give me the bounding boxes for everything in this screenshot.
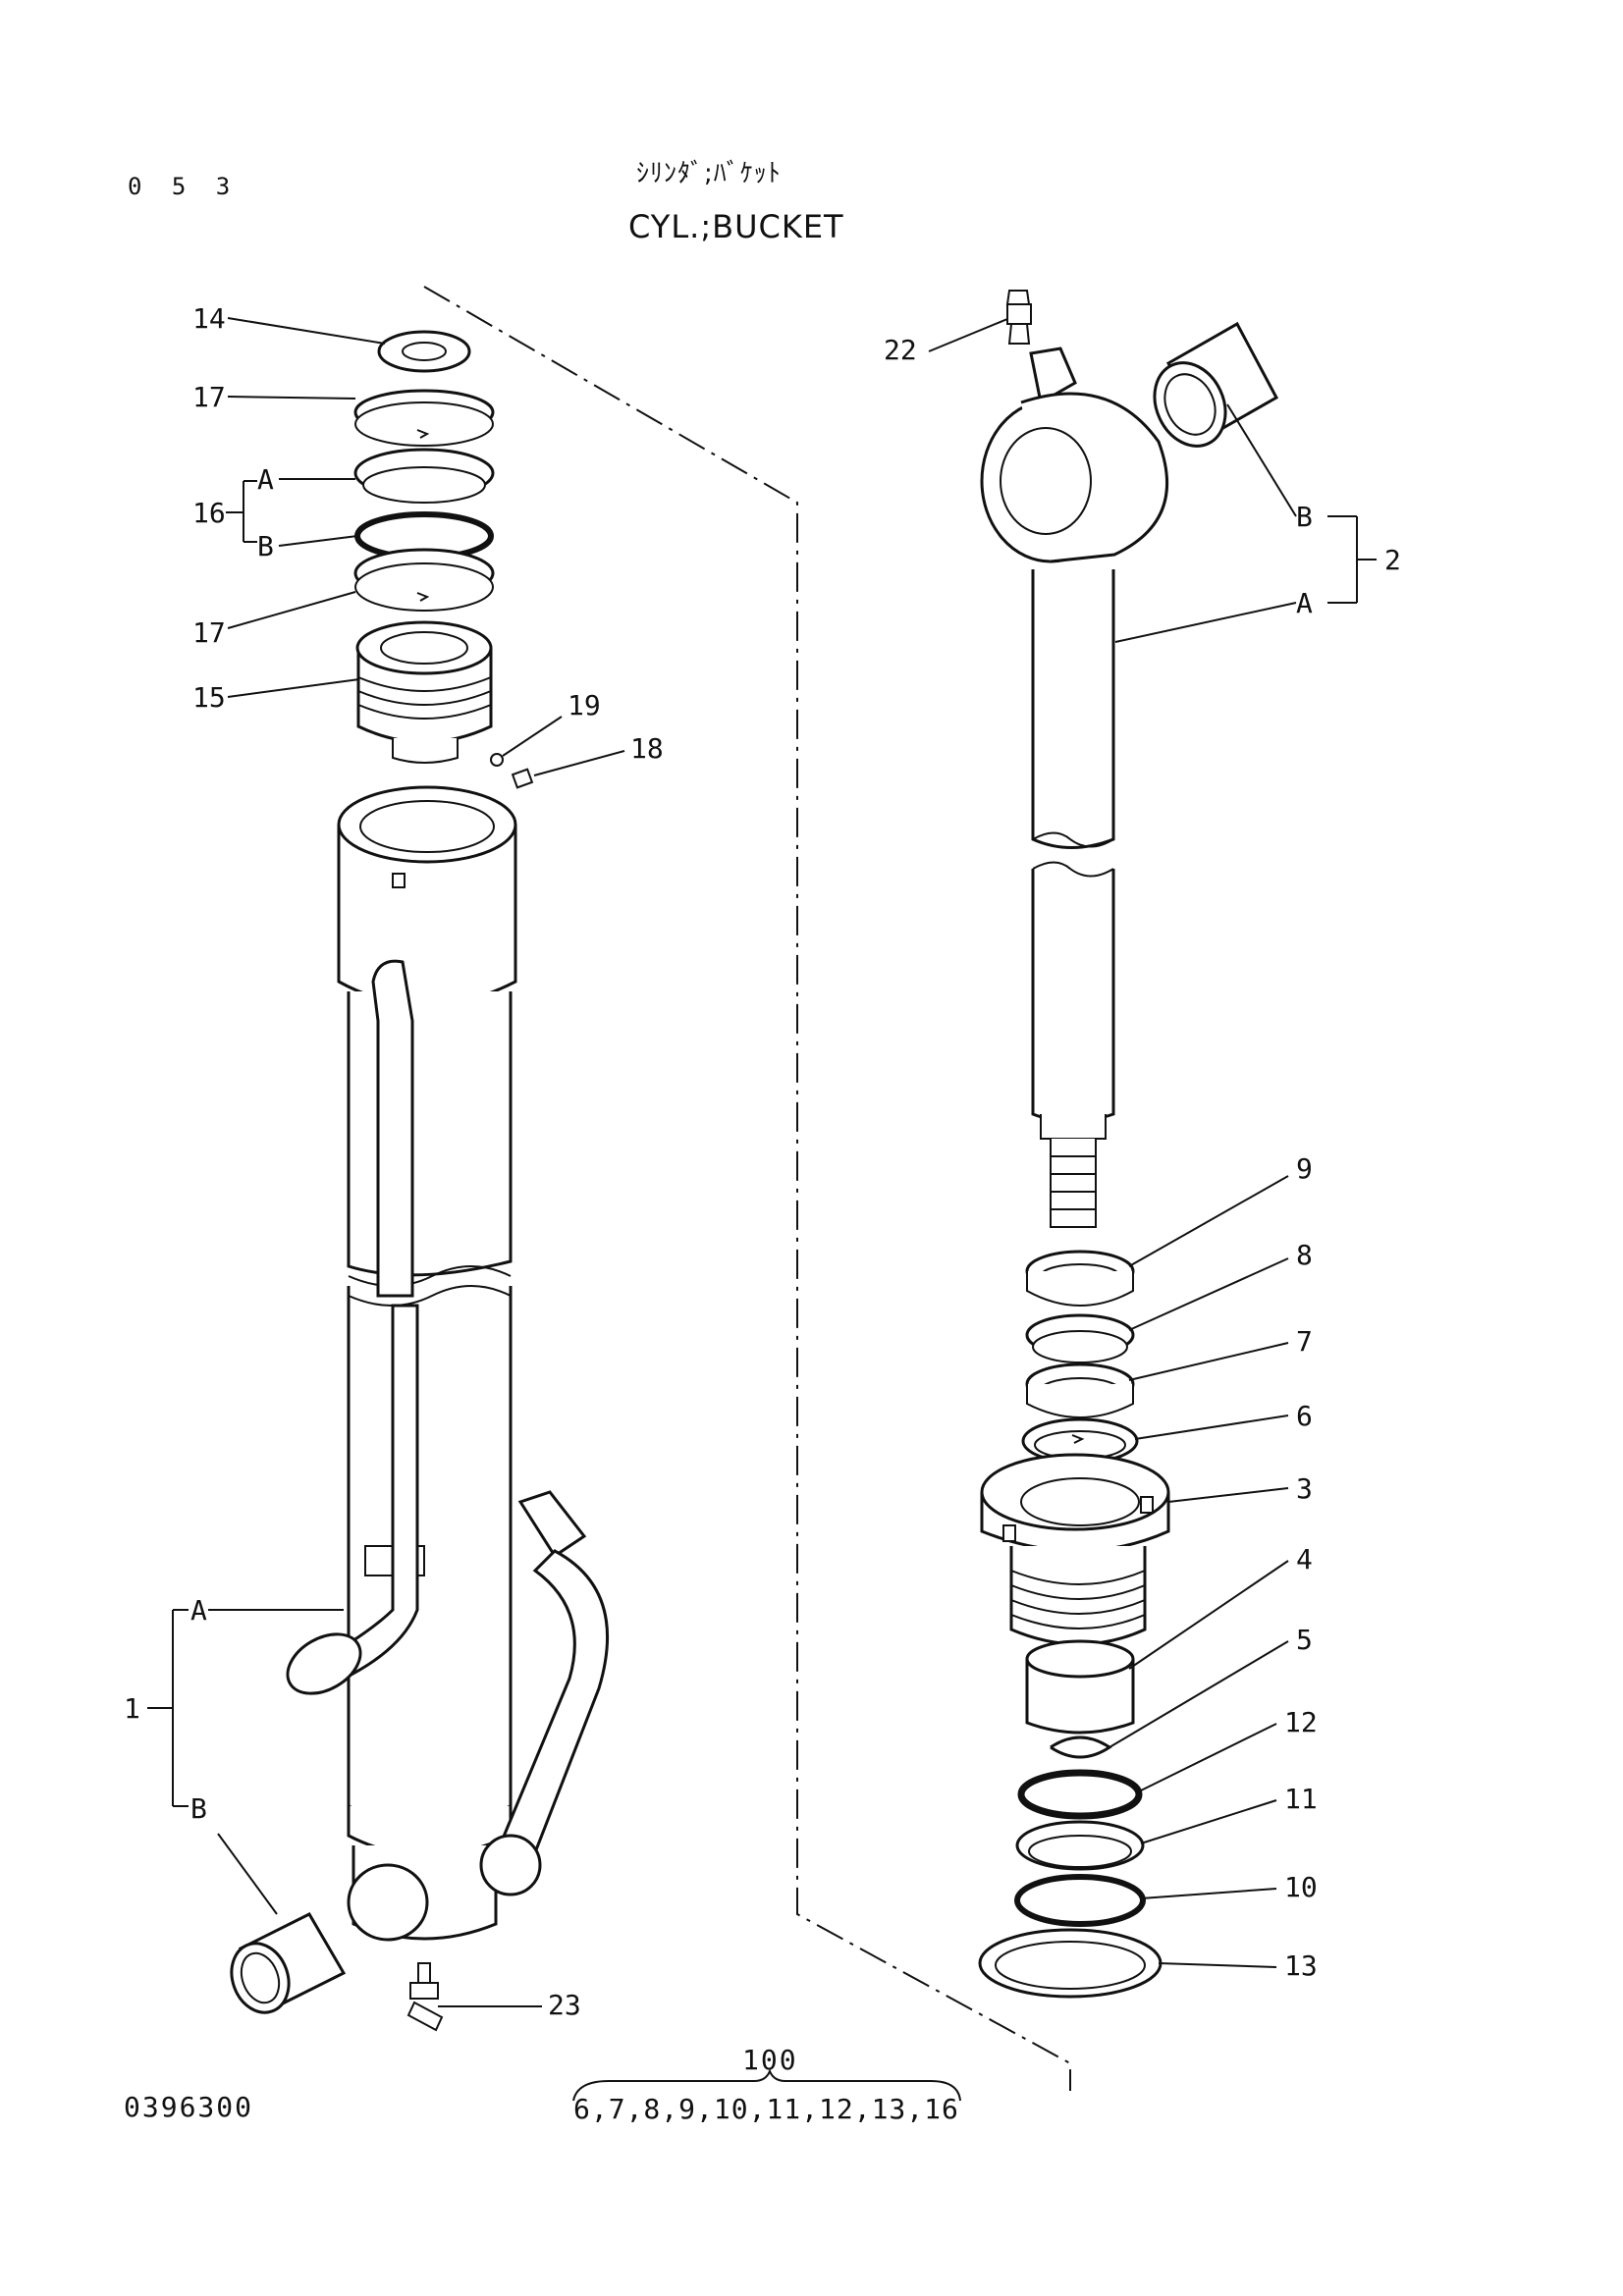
part-16a-ring bbox=[353, 448, 495, 504]
assembly-number: 100 bbox=[742, 2044, 798, 2076]
callout-13: 13 bbox=[1284, 1949, 1318, 1982]
callout-16: 16 bbox=[192, 497, 226, 529]
callout-6: 6 bbox=[1296, 1400, 1313, 1432]
part-2a-piston-rod bbox=[980, 347, 1169, 1228]
part-10-o-ring bbox=[1014, 1874, 1146, 1927]
part-5-snap-ring bbox=[1050, 1735, 1112, 1759]
assembly-boundary-line bbox=[423, 286, 1071, 2091]
callout-1: 1 bbox=[124, 1692, 140, 1725]
callout-7: 7 bbox=[1296, 1325, 1313, 1358]
callout-5: 5 bbox=[1296, 1624, 1313, 1656]
callout-10: 10 bbox=[1284, 1871, 1318, 1903]
callout-14: 14 bbox=[192, 302, 226, 335]
callout-16a: A bbox=[257, 463, 274, 496]
callout-2b: B bbox=[1296, 501, 1313, 533]
part-1b-bushing bbox=[230, 1912, 347, 2014]
callout-17-top: 17 bbox=[192, 381, 226, 413]
callout-15: 15 bbox=[192, 681, 226, 714]
leader-lines bbox=[147, 317, 1377, 2102]
part-17-backup-ring-top bbox=[353, 389, 495, 447]
part-4-bushing bbox=[1025, 1639, 1135, 1735]
part-14-seal bbox=[377, 330, 471, 373]
callout-19: 19 bbox=[568, 689, 601, 721]
callout-1b: B bbox=[190, 1792, 207, 1825]
part-1a-cylinder-tube bbox=[286, 785, 610, 1942]
drawing-number: 0396300 bbox=[124, 2091, 254, 2123]
callout-2: 2 bbox=[1384, 544, 1401, 576]
page-number: 0 5 3 bbox=[128, 173, 239, 200]
part-11-backup-ring bbox=[1015, 1820, 1145, 1871]
title-english: CYL.;BUCKET bbox=[628, 208, 844, 245]
callout-4: 4 bbox=[1296, 1543, 1313, 1575]
title-japanese: ｼﾘﾝﾀﾞ;ﾊﾞｹｯﾄ bbox=[636, 159, 782, 188]
callout-9: 9 bbox=[1296, 1152, 1313, 1185]
callout-12: 12 bbox=[1284, 1706, 1318, 1738]
part-9-seal bbox=[1025, 1250, 1135, 1307]
part-3-rod-cover bbox=[980, 1453, 1170, 1646]
assembly-components: 6,7,8,9,10,11,12,13,16 bbox=[573, 2093, 959, 2125]
part-23-grease-fitting bbox=[406, 1962, 444, 2032]
callout-22: 22 bbox=[884, 334, 917, 366]
part-17-backup-ring-bottom bbox=[353, 548, 495, 612]
part-19-ball bbox=[490, 753, 504, 767]
callout-8: 8 bbox=[1296, 1239, 1313, 1271]
part-13-wiper-ring bbox=[978, 1928, 1163, 1999]
callout-1a: A bbox=[190, 1594, 207, 1627]
part-8-ring bbox=[1025, 1313, 1135, 1363]
part-2b-bushing bbox=[1153, 321, 1279, 448]
part-18-set-screw bbox=[511, 768, 534, 789]
callout-2a: A bbox=[1296, 587, 1313, 619]
callout-11: 11 bbox=[1284, 1783, 1318, 1815]
callout-18: 18 bbox=[630, 732, 664, 765]
callout-17-bottom: 17 bbox=[192, 616, 226, 649]
part-22-grease-fitting bbox=[1005, 290, 1032, 345]
part-15-piston bbox=[355, 620, 493, 764]
part-7-ring bbox=[1025, 1362, 1135, 1418]
part-12-o-ring bbox=[1017, 1769, 1143, 1820]
callout-23: 23 bbox=[548, 1989, 581, 2021]
callout-16b: B bbox=[257, 530, 274, 562]
callout-3: 3 bbox=[1296, 1472, 1313, 1505]
part-6-ring bbox=[1021, 1417, 1139, 1465]
